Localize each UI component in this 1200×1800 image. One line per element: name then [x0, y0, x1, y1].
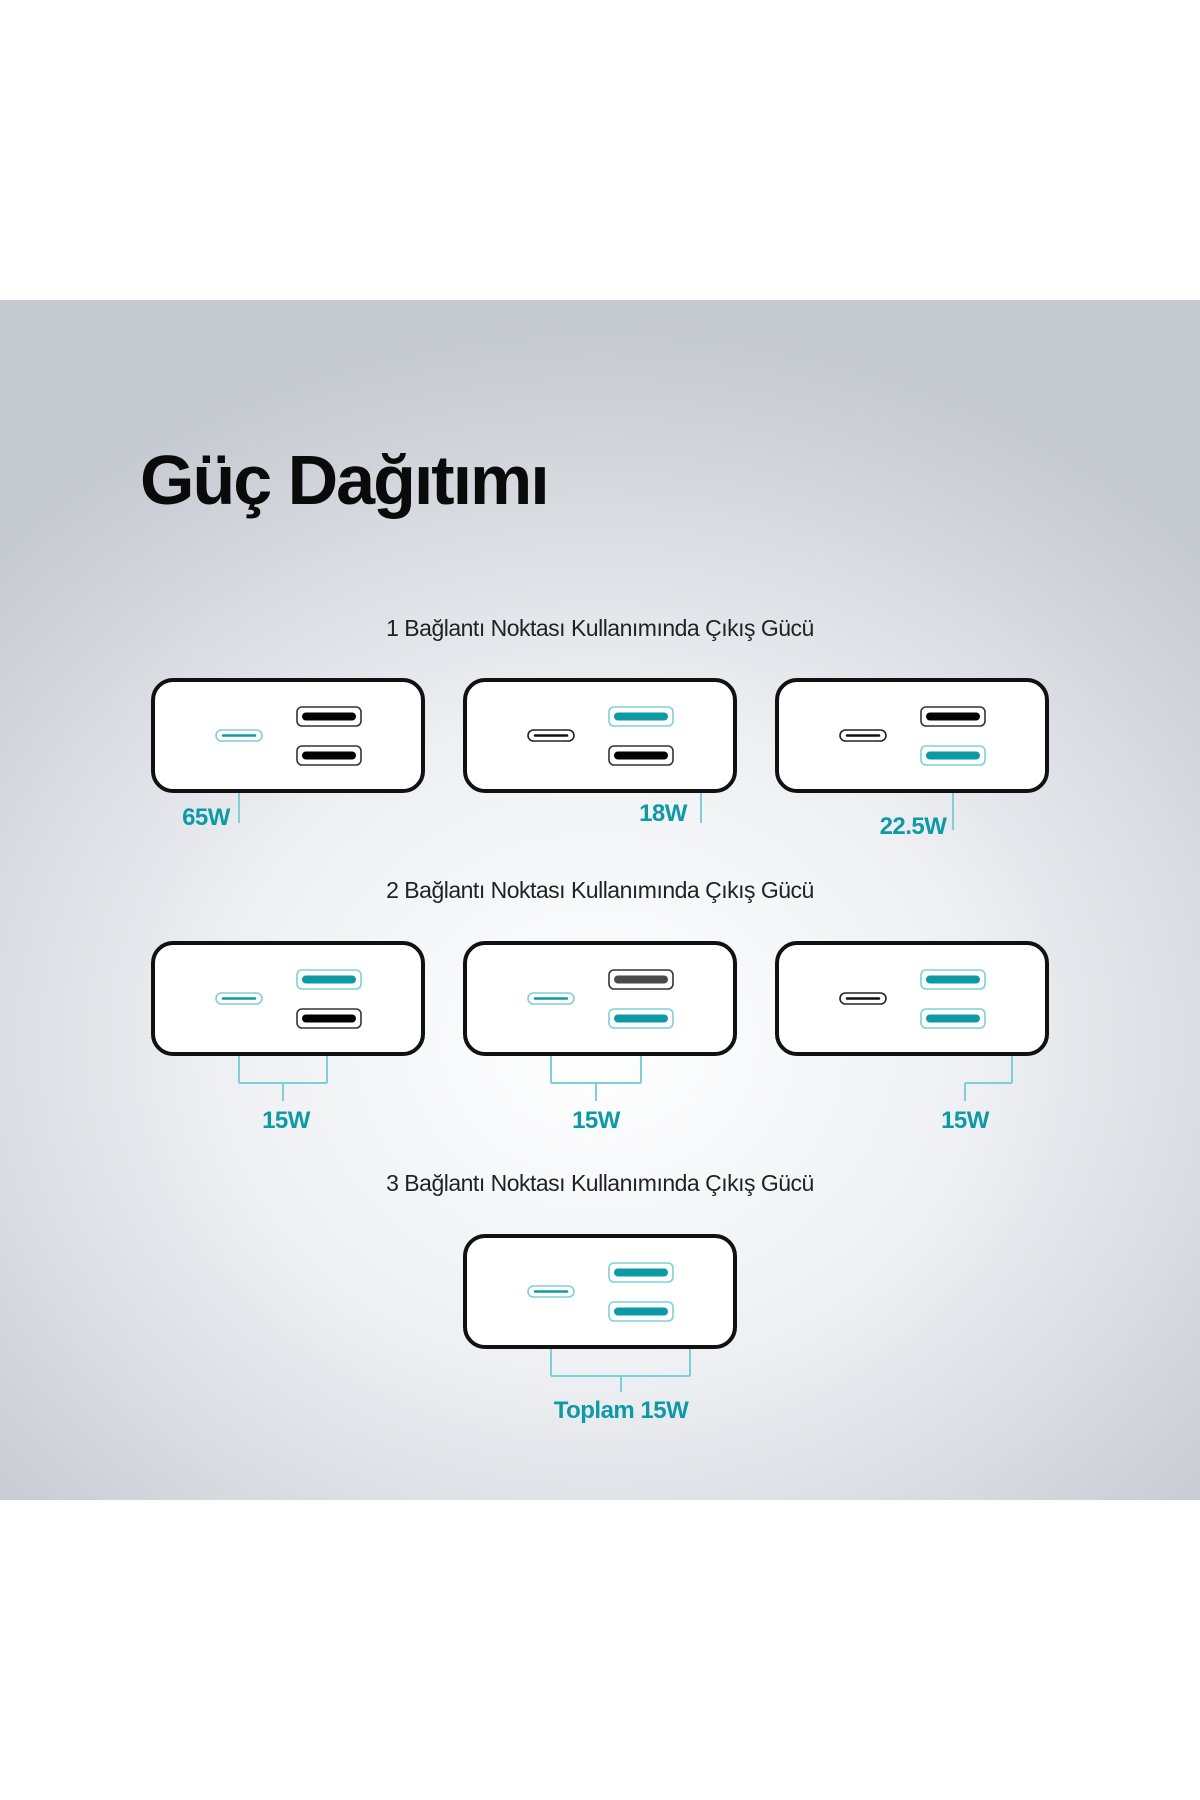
usb-a-top-port-icon — [608, 1262, 674, 1283]
usb-c-port-icon — [527, 729, 575, 742]
charger-body — [463, 1234, 737, 1349]
charger-svg — [463, 678, 737, 823]
section-heading-1-port: 1 Bağlantı Noktası Kullanımında Çıkış Gü… — [386, 615, 814, 641]
charger-svg — [463, 1234, 737, 1392]
usb-a-bottom-port-icon — [608, 1008, 674, 1029]
section-heading-2-port: 2 Bağlantı Noktası Kullanımında Çıkış Gü… — [386, 877, 814, 903]
usb-c-port-icon — [527, 992, 575, 1005]
charger-body — [463, 678, 737, 793]
charger-body — [463, 941, 737, 1056]
usb-c-port-icon — [839, 729, 887, 742]
usb-c-port-icon — [527, 1285, 575, 1298]
charger-body — [151, 678, 425, 793]
charger-body — [775, 941, 1049, 1056]
charger-svg — [775, 678, 1049, 830]
usb-c-port-icon — [215, 729, 263, 742]
usb-c-port-icon — [215, 992, 263, 1005]
charger-diagram: Toplam 15W — [463, 1234, 753, 1444]
usb-a-bottom-port-icon — [296, 745, 362, 766]
usb-a-bottom-port-icon — [608, 1301, 674, 1322]
usb-a-top-port-icon — [608, 706, 674, 727]
power-label: 15W — [262, 1107, 310, 1134]
charger-diagram: 22.5W — [775, 678, 1065, 888]
usb-a-bottom-port-icon — [920, 1008, 986, 1029]
power-label: 18W — [639, 800, 687, 827]
usb-a-bottom-port-icon — [608, 745, 674, 766]
charger-svg — [463, 941, 737, 1101]
section-heading-3-port: 3 Bağlantı Noktası Kullanımında Çıkış Gü… — [386, 1170, 814, 1196]
power-label: 22.5W — [879, 813, 947, 840]
usb-a-top-port-icon — [920, 706, 986, 727]
power-label: 65W — [182, 804, 230, 831]
usb-a-bottom-port-icon — [296, 1008, 362, 1029]
power-label: Toplam 15W — [553, 1397, 689, 1424]
usb-c-port-icon — [839, 992, 887, 1005]
charger-diagram: 18W — [463, 678, 753, 888]
charger-diagram: 15W — [151, 941, 441, 1151]
usb-a-top-port-icon — [296, 706, 362, 727]
charger-body — [775, 678, 1049, 793]
charger-body — [151, 941, 425, 1056]
usb-a-top-port-icon — [296, 969, 362, 990]
usb-a-top-port-icon — [608, 969, 674, 990]
charger-diagram: 65W — [151, 678, 441, 888]
charger-diagram: 15W — [463, 941, 753, 1151]
usb-a-bottom-port-icon — [920, 745, 986, 766]
charger-svg — [151, 678, 425, 823]
power-label: 15W — [941, 1107, 989, 1134]
page-title: Güç Dağıtımı — [140, 441, 550, 519]
usb-a-top-port-icon — [920, 969, 986, 990]
charger-diagram: 15W — [775, 941, 1065, 1151]
charger-svg — [775, 941, 1049, 1101]
power-label: 15W — [572, 1107, 620, 1134]
charger-svg — [151, 941, 425, 1101]
